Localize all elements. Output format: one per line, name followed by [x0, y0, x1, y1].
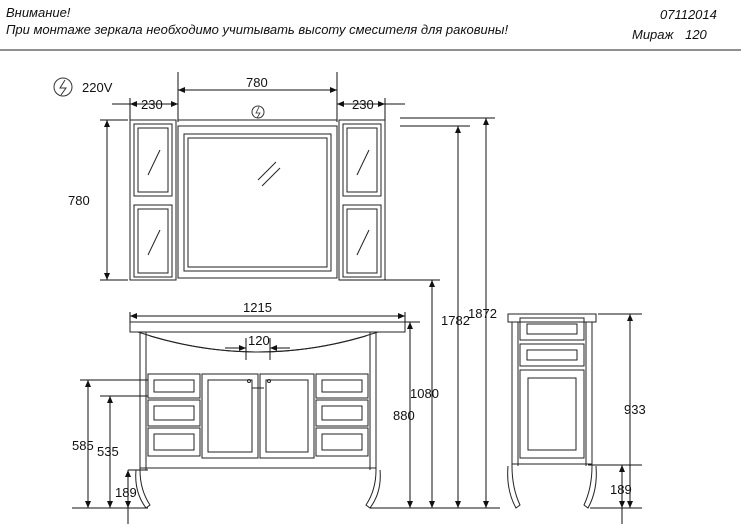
warning-title: Внимание! [6, 5, 71, 20]
mirror-dimensions [100, 72, 405, 281]
faucet-spacing: 120 [248, 333, 270, 348]
side-dimensions [588, 313, 642, 524]
side-leg-height: 189 [610, 482, 632, 497]
mirror-unit [129, 119, 386, 281]
leg-height-front: 189 [115, 485, 137, 500]
vanity-total-width: 1215 [243, 300, 272, 315]
height-to-basin-top: 880 [393, 408, 415, 423]
mirror-width-right: 230 [352, 97, 374, 112]
height-to-mirror-bottom: 1080 [410, 386, 439, 401]
mirror-width-center: 780 [246, 75, 268, 90]
vanity-side-view [507, 313, 597, 509]
warning-text: При монтаже зеркала необходимо учитывать… [6, 22, 509, 37]
article-code: 07112014 [660, 7, 717, 22]
drawer-height-inner: 535 [97, 444, 119, 459]
height-to-mirror-middle: 1782 [441, 313, 470, 328]
model-name-text: Мираж [632, 27, 674, 42]
drawer-height-outer: 585 [72, 438, 94, 453]
power-symbol-icon [53, 77, 73, 97]
lamp-symbol-icon [251, 105, 265, 119]
mirror-height: 780 [68, 193, 90, 208]
height-total: 1872 [468, 306, 497, 321]
mirror-width-left: 230 [141, 97, 163, 112]
model-name: Мираж 120 [632, 27, 707, 42]
vanity-front-view [129, 321, 406, 509]
side-height: 933 [624, 402, 646, 417]
vanity-dimensions [72, 117, 500, 524]
power-label: 220V [82, 80, 113, 95]
model-size-text: 120 [685, 27, 707, 42]
